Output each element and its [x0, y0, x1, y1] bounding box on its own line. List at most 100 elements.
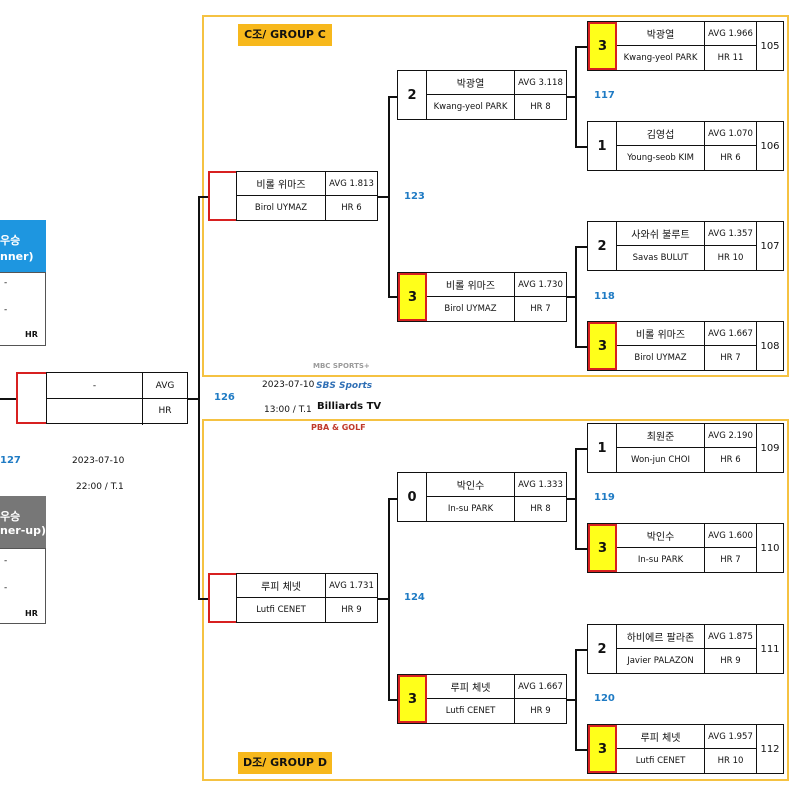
- player-name-en: Savas BULUT: [632, 253, 689, 263]
- player-name-en: Lutfi CENET: [635, 756, 686, 766]
- player-name-en: Birol UYMAZ: [634, 353, 687, 363]
- runnerup-hr: HR: [25, 609, 38, 618]
- connector: [388, 296, 398, 298]
- red-bracket: [208, 171, 236, 221]
- match-number-cell: 108: [756, 321, 784, 371]
- broadcaster-logo-billiards: Billiards TV: [317, 401, 381, 412]
- player-box: 3 비롤 위마즈 Birol UYMAZ AVG 1.730 HR 7: [397, 272, 567, 322]
- winner-dash: -: [4, 278, 8, 288]
- broadcaster-logo-mbc: MBC SPORTS+: [313, 362, 370, 370]
- semi-time: 13:00 / T.1: [264, 405, 312, 415]
- semi-date: 2023-07-10: [262, 380, 315, 390]
- final-match-box: - AVG HR: [46, 372, 188, 425]
- broadcaster-name: PBA & GOLF: [311, 423, 366, 432]
- player-box: 3 박인수 In-su PARK AVG 1.600 HR 7: [587, 523, 757, 573]
- player-name-ko: 박인수: [427, 473, 514, 497]
- connector: [575, 246, 587, 248]
- connector: [575, 448, 587, 450]
- player-avg: AVG 1.730: [514, 273, 566, 297]
- match-number: 106: [760, 140, 780, 152]
- player-box: 1 최원준 Won-jun CHOI AVG 2.190 HR 6: [587, 423, 757, 473]
- player-hr: HR 10: [704, 246, 756, 270]
- player-name-en: Kwang-yeol PARK: [623, 53, 698, 63]
- player-avg: AVG 1.357: [704, 222, 756, 246]
- score: 3: [588, 322, 617, 370]
- player-name-en: Won-jun CHOI: [631, 455, 690, 465]
- player-name-en: In-su PARK: [637, 555, 684, 565]
- final-match-name: -: [47, 373, 143, 399]
- player-box: 루피 체넷 Lutfi CENET AVG 1.731 HR 9: [236, 573, 378, 623]
- connector: [567, 96, 576, 98]
- connector: [198, 196, 200, 598]
- final-time: 22:00 / T.1: [76, 482, 124, 492]
- player-hr: HR 7: [704, 346, 756, 370]
- broadcaster-name: MBC SPORTS+: [313, 362, 370, 370]
- player-name-ko: 최원준: [617, 424, 704, 448]
- player-name-en: Lutfi CENET: [256, 605, 306, 615]
- match-number: 117: [594, 90, 615, 101]
- match-number: 120: [594, 693, 615, 704]
- match-number: 127: [0, 455, 21, 466]
- connector: [575, 146, 587, 148]
- connector: [388, 699, 398, 701]
- player-name-ko: 루피 체넷: [617, 725, 704, 749]
- match-number: 126: [214, 392, 235, 403]
- match-number: 119: [594, 492, 615, 503]
- player-box: 3 박광열 Kwang-yeol PARK AVG 1.966 HR 11: [587, 21, 757, 71]
- player-box: 2 하비에르 팔라존 Javier PALAZON AVG 1.875 HR 9: [587, 624, 757, 674]
- runnerup-dash: -: [4, 556, 8, 566]
- player-name-en: Birol UYMAZ: [444, 304, 497, 314]
- connector: [575, 346, 587, 348]
- player-avg: AVG 3.118: [514, 71, 566, 95]
- match-number: 105: [760, 40, 780, 52]
- player-avg: AVG 1.667: [704, 322, 756, 346]
- player-name-ko: 하비에르 팔라존: [617, 625, 704, 649]
- player-hr: HR 10: [704, 749, 756, 773]
- player-avg: AVG 1.600: [704, 524, 756, 548]
- connector: [575, 649, 587, 651]
- group-d-label: D조/ GROUP D: [238, 752, 332, 774]
- player-name-en: In-su PARK: [447, 504, 494, 514]
- player-avg: AVG 1.333: [514, 473, 566, 497]
- match-number-cell: 105: [756, 21, 784, 71]
- player-name-ko: 박인수: [617, 524, 704, 548]
- connector: [378, 598, 389, 600]
- score: 2: [588, 222, 617, 270]
- winner-label-ko: 우승: [0, 234, 21, 247]
- winner-dash: -: [4, 305, 8, 315]
- score: 2: [588, 625, 617, 673]
- red-bracket: [16, 372, 46, 424]
- match-number: 112: [760, 743, 780, 755]
- match-number: 118: [594, 291, 615, 302]
- player-avg: AVG 1.813: [325, 172, 377, 196]
- player-box: 3 비롤 위마즈 Birol UYMAZ AVG 1.667 HR 7: [587, 321, 757, 371]
- score: 3: [398, 675, 427, 723]
- player-avg: AVG 1.875: [704, 625, 756, 649]
- player-name-ko: 비롤 위마즈: [237, 172, 325, 196]
- winner-header: 우승 nner): [0, 220, 46, 272]
- player-box: 3 루피 체넷 Lutfi CENET AVG 1.667 HR 9: [397, 674, 567, 724]
- player-name-en: Lutfi CENET: [445, 706, 496, 716]
- player-name-en: Birol UYMAZ: [254, 203, 308, 213]
- match-number: 107: [760, 240, 780, 252]
- match-number: 110: [760, 542, 780, 554]
- score: 0: [398, 473, 427, 521]
- player-name-ko: 김영섭: [617, 122, 704, 146]
- winner-hr: HR: [25, 330, 38, 339]
- player-hr: HR 7: [704, 548, 756, 572]
- final-match-name-row2: [47, 399, 143, 425]
- player-box: 3 루피 체넷 Lutfi CENET AVG 1.957 HR 10: [587, 724, 757, 774]
- player-name-ko: 비롤 위마즈: [427, 273, 514, 297]
- final-date: 2023-07-10: [72, 456, 125, 466]
- player-hr: HR 8: [514, 497, 566, 521]
- player-name-ko: 박광열: [617, 22, 704, 46]
- player-hr: HR 11: [704, 46, 756, 70]
- player-name-en: Young-seob KIM: [627, 153, 694, 163]
- player-name-ko: 루피 체넷: [237, 574, 325, 598]
- final-avg: AVG: [143, 373, 187, 399]
- player-name-en: Javier PALAZON: [627, 656, 694, 666]
- player-avg: AVG 1.966: [704, 22, 756, 46]
- match-number: 111: [760, 643, 780, 655]
- score: 3: [588, 725, 617, 773]
- runnerup-label-ko: 우승: [0, 510, 21, 523]
